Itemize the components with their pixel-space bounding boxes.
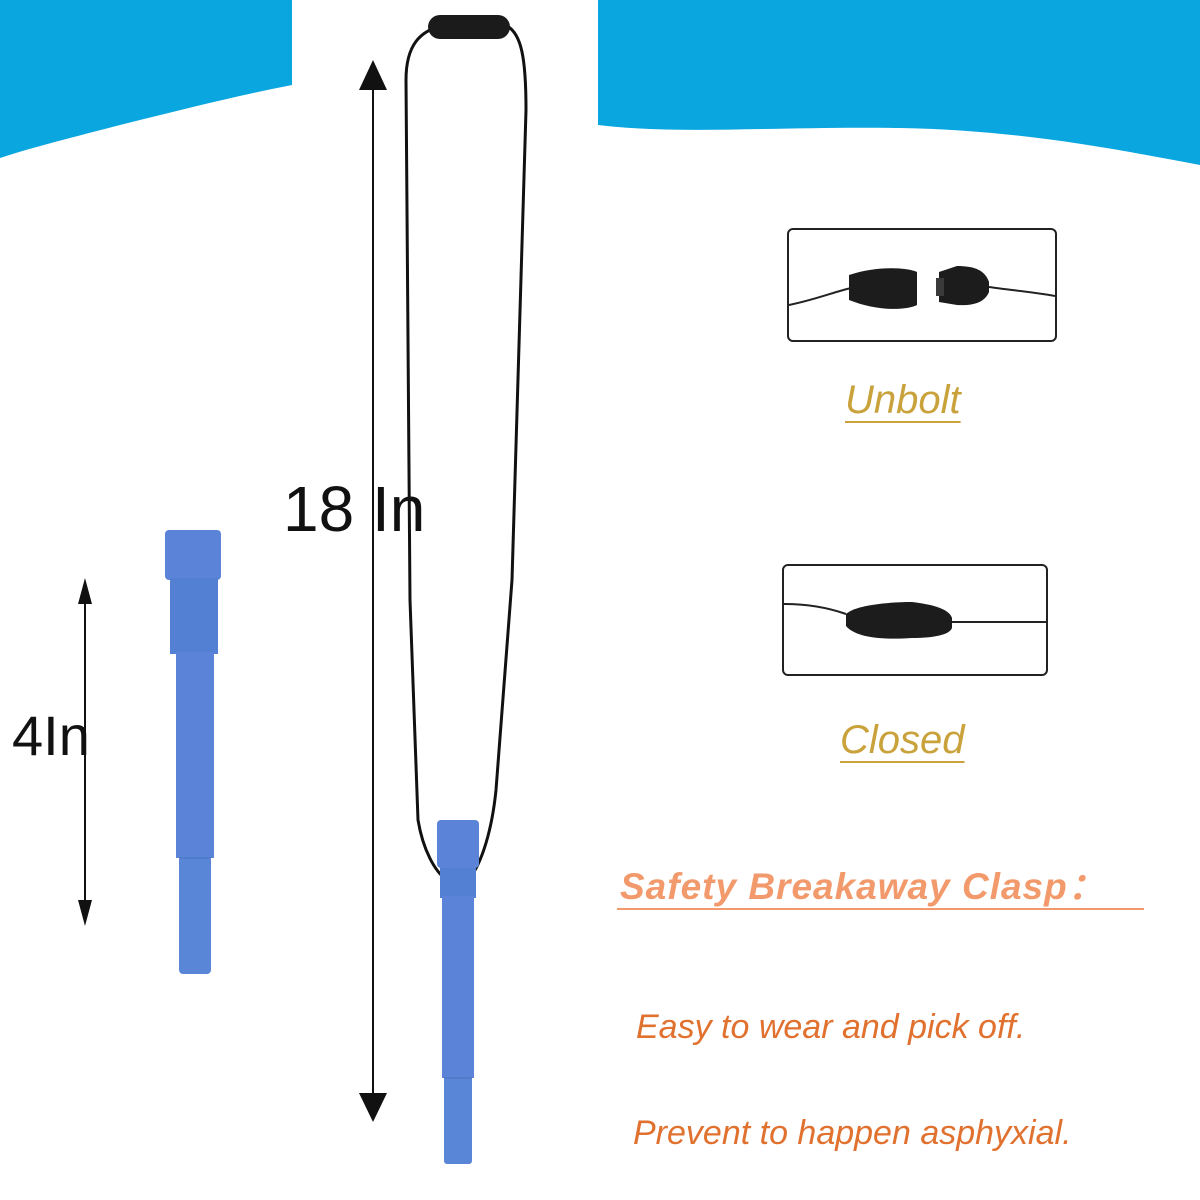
hanging-chew-tube [437,820,479,1164]
right-blue-wave [598,0,1200,165]
open-clasp-icon [788,266,1056,309]
arrow-up-icon [359,60,387,90]
small-arrow-down-icon [78,900,92,926]
unbolt-clasp-image [787,228,1057,342]
small-arrow-up-icon [78,578,92,604]
closed-caption: Closed [840,718,965,762]
necklace-cord-right [468,23,528,879]
top-clasp-icon [428,15,510,39]
closed-clasp-image [782,564,1048,676]
feature-heading-underline [617,908,1144,910]
feature-line-2: Prevent to happen asphyxial. [633,1114,1072,1152]
left-blue-wave [0,0,292,158]
closed-clasp-icon [783,602,1046,639]
feature-heading: Safety Breakaway Clasp： [620,866,1106,907]
necklace-cord [404,23,448,882]
arrow-down-icon [359,1093,387,1122]
chew-length-label: 4In [12,704,90,767]
unbolt-caption: Unbolt [845,378,961,422]
feature-line-1: Easy to wear and pick off. [636,1008,1026,1046]
standalone-chew-tube [165,530,221,974]
necklace-length-label: 18 In [283,473,426,545]
